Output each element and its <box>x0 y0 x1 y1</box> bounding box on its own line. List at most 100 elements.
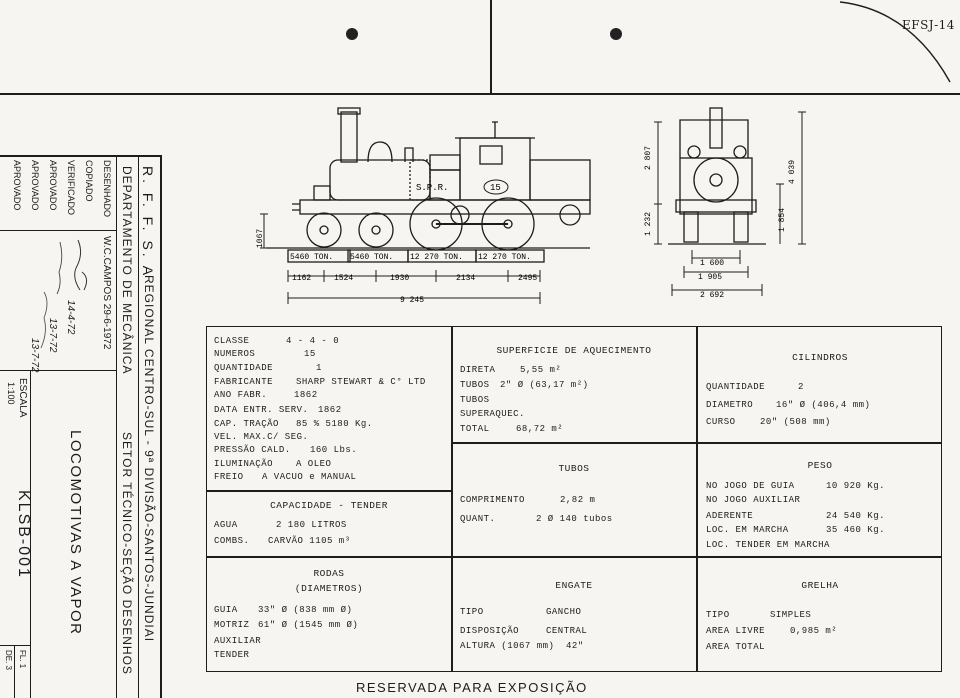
heating-title: SUPERFICIE DE AQUECIMENTO <box>496 345 652 356</box>
coupling-label: DISPOSIÇÃO <box>460 626 520 636</box>
spec-col-1 <box>451 326 453 672</box>
punch-hole-right <box>610 28 622 40</box>
spec-value: A OLEO <box>296 459 332 469</box>
cylinders-label: QUANTIDADE <box>706 382 766 392</box>
corner-curve <box>840 1 951 83</box>
axle-load: 5460 TON. <box>350 253 393 262</box>
axle-load: 12 270 TON. <box>410 253 463 262</box>
wheelbase-dim: 2134 <box>456 274 475 283</box>
coupling-value: CENTRAL <box>546 626 588 636</box>
tubes-title: TUBOS <box>558 463 590 474</box>
spec-label: VEL. MAX.C/ SEG. <box>214 432 309 442</box>
tb-col-line-2 <box>138 155 140 698</box>
cylinders-label: DIAMETRO <box>706 400 754 410</box>
tender-value: 2 180 LITROS <box>276 520 347 530</box>
weight-value: 24 540 Kg. <box>826 511 886 521</box>
heating-value: 2" Ø (63,17 m²) <box>500 380 589 390</box>
coupling-value: 42" <box>566 641 584 651</box>
tb-top-line <box>0 155 160 157</box>
wheels-label: GUIA <box>214 605 238 615</box>
tender-value: CARVÃO 1105 m³ <box>268 536 351 546</box>
tubes-label: COMPRIMENTO <box>460 495 525 505</box>
tubes-value: 2,82 m <box>560 495 596 505</box>
tb-right-line <box>160 155 162 698</box>
weight-value: 35 460 Kg. <box>826 525 886 535</box>
front-width-b: 1 905 <box>698 273 722 282</box>
cylinders-label: CURSO <box>706 417 736 427</box>
front-elevation: 2 807 4 039 1 232 1 854 1 600 1 905 2 69… <box>644 107 806 300</box>
wheels-label: TENDER <box>214 650 250 660</box>
weight-label: NO JOGO DE GUIA <box>706 481 795 491</box>
wheelbase-dim: 1162 <box>292 274 311 283</box>
regional-name: REGIONAL CENTRO-SUL - 9ª DIVISÃO-SANTOS-… <box>142 275 156 643</box>
total-length: 9 245 <box>400 296 424 305</box>
drawing-title: LOCOMOTIVAS A VAPOR <box>67 430 84 636</box>
grate-label: AREA TOTAL <box>706 642 766 652</box>
coupling-label: ALTURA (1067 mm) <box>460 641 555 651</box>
spec-value: 1 <box>316 363 322 373</box>
wheels-value: 61" Ø (1545 mm Ø) <box>258 620 359 630</box>
role-label: APROVADO <box>30 160 40 211</box>
wheels-title: RODAS <box>313 568 345 579</box>
spec-value: 1862 <box>294 390 318 400</box>
weight-label: LOC. TENDER EM MARCHA <box>706 540 830 550</box>
tender-title: CAPACIDADE - TENDER <box>270 500 388 511</box>
spec-label: ILUMINAÇÃO <box>214 459 274 469</box>
tb-roles-divider <box>0 230 116 232</box>
spec-value: 85 % 5180 Kg. <box>296 419 373 429</box>
spec-value: 15 <box>304 349 316 359</box>
footer-reserved: RESERVADA PARA EXPOSIÇÃO <box>356 680 588 695</box>
role-label: DESENHADO <box>102 160 112 218</box>
loco-number: 15 <box>490 183 501 193</box>
front-width-c: 2 692 <box>700 291 724 300</box>
scale-label: ESCALA <box>17 378 28 418</box>
spec-label: FABRICANTE <box>214 377 274 387</box>
tender-label: AGUA <box>214 520 238 530</box>
tubes-value: 2 Ø 140 tubos <box>536 514 613 524</box>
weight-label: ADERENTE <box>706 511 754 521</box>
spec-value: 4 - 4 - 0 <box>286 336 340 346</box>
axle-load: 12 270 TON. <box>478 253 531 262</box>
tb-sheet-split <box>14 645 15 698</box>
coupling-label: TIPO <box>460 607 484 617</box>
org-name: R. F. F. S. A <box>140 166 156 279</box>
top-divider <box>0 93 960 95</box>
loco-label: S.P.R. <box>416 183 448 193</box>
wheelbase-dim: 1930 <box>390 274 409 283</box>
front-height-d: 1 854 <box>778 208 787 232</box>
spec-row-left-1 <box>206 490 452 492</box>
cylinders-value: 2 <box>798 382 804 392</box>
heating-label: DIRETA <box>460 365 496 375</box>
tender-label: COMBS. <box>214 536 250 546</box>
heating-value: 5,55 m² <box>520 365 562 375</box>
front-height-c: 1 232 <box>644 212 653 236</box>
front-height-a: 2 807 <box>644 146 653 170</box>
tb-sheet-divider <box>0 645 30 647</box>
spec-label: DATA ENTR. SERV. <box>214 405 309 415</box>
spec-col-2 <box>696 326 698 672</box>
role-label: COPIADO <box>84 160 94 202</box>
spec-row-right-1 <box>452 442 942 444</box>
corner-code: EFSJ-14 <box>902 18 955 32</box>
wheelbase-dim: 1524 <box>334 274 353 283</box>
grate-title: GRELHA <box>801 580 839 591</box>
wheels-value: 33" Ø (838 mm Ø) <box>258 605 353 615</box>
heating-label: TOTAL <box>460 424 490 434</box>
spec-label: PRESSÃO CALD. <box>214 445 291 455</box>
role-label: VERIFICADO <box>66 160 76 216</box>
spec-value: SHARP STEWART & C° LTD <box>296 377 426 387</box>
punch-hole-left <box>346 28 358 40</box>
grate-label: TIPO <box>706 610 730 620</box>
cylinders-value: 20" (508 mm) <box>760 417 831 427</box>
spec-label: NUMEROS <box>214 349 256 359</box>
role-label: APROVADO <box>12 160 22 211</box>
spec-row-right-2 <box>452 556 942 558</box>
heating-label: TUBOS <box>460 380 490 390</box>
cylinders-value: 16" Ø (406,4 mm) <box>776 400 871 410</box>
signatures <box>40 239 88 349</box>
tb-col-line-1 <box>116 155 118 698</box>
sheet-total: DE. 3 <box>4 650 13 671</box>
grate-value: 0,985 m² <box>790 626 838 636</box>
heating-label: SUPERAQUEC. <box>460 409 525 419</box>
